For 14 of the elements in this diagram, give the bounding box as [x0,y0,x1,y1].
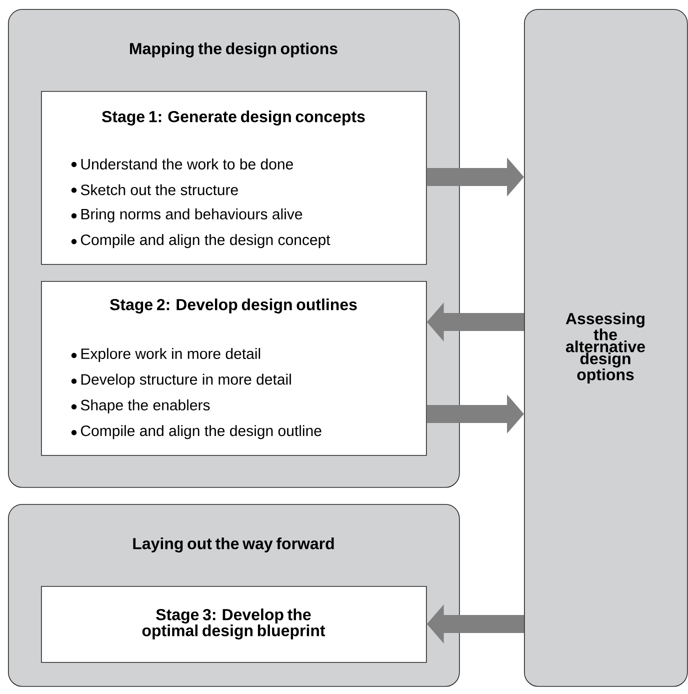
heading: Stage 1: Generate design concepts [102,110,365,126]
heading: Mapping the design options [130,42,338,58]
bullet-text: Compile and align the design concept [80,234,330,248]
bullet-text: Develop structure in more detail [81,374,291,388]
bullet-text: Explore work in more detail [81,348,260,362]
bullet-text: Understand the work to be done [81,158,293,170]
bullet-text: Bring norms and behaviours alive [81,208,302,222]
heading: Laying out the way forward [133,538,334,552]
bullet-text: Shape the enablers [80,399,210,414]
heading: Assessing the alternative design options [566,312,645,384]
bullet-text: Compile and align the design outline [80,425,322,440]
heading: Stage 2: Develop design outlines [110,298,357,314]
heading: Stage 3: Develop the optimal design blueprint [142,608,326,640]
bullet-text: Sketch out the structure [80,184,238,196]
